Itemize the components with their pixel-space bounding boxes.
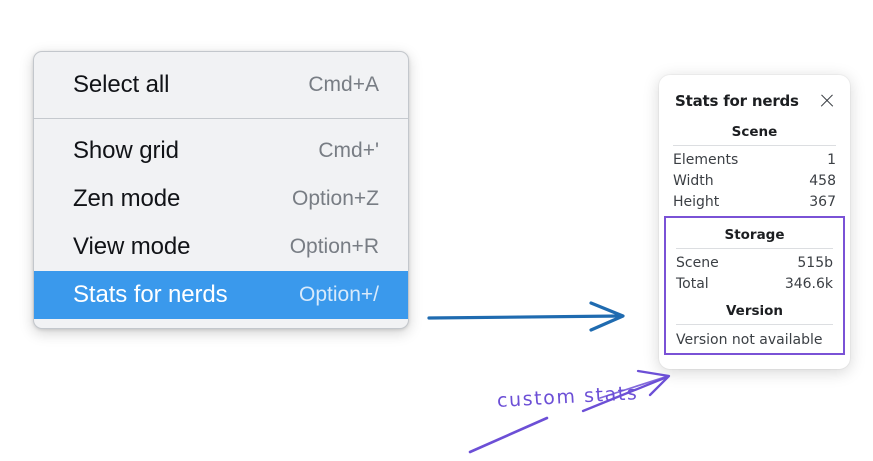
menu-group-primary: Select all Cmd+A	[34, 52, 408, 118]
stat-row-elements: Elements 1	[659, 149, 850, 170]
divider	[676, 324, 833, 325]
stat-row-height: Height 367	[659, 191, 850, 212]
menu-item-shortcut: Cmd+'	[318, 139, 379, 162]
menu-item-label: Zen mode	[73, 185, 181, 212]
divider	[673, 145, 836, 146]
stat-row-width: Width 458	[659, 170, 850, 191]
arrow-menu-to-panel	[427, 301, 625, 332]
menu-item-label: Show grid	[73, 137, 179, 164]
stat-value: 458	[809, 172, 836, 189]
menu-item-label: Select all	[73, 71, 170, 98]
divider	[676, 248, 833, 249]
version-section-heading: Version	[725, 303, 784, 319]
stat-value: 515b	[797, 254, 833, 271]
stat-label: Height	[673, 193, 720, 210]
panel-header: Stats for nerds	[659, 87, 850, 115]
stat-label: Total	[676, 275, 709, 292]
version-text: Version not available	[676, 332, 823, 348]
context-menu: Select all Cmd+A Show grid Cmd+' Zen mod…	[33, 51, 409, 329]
underline-stroke	[468, 416, 549, 454]
stat-row-storage-scene: Scene 515b	[666, 252, 843, 273]
stats-for-nerds-panel: Stats for nerds Scene Elements 1 Width 4…	[659, 75, 850, 369]
menu-item-label: View mode	[73, 233, 191, 260]
menu-item-shortcut: Option+R	[289, 235, 379, 258]
close-icon[interactable]	[818, 92, 836, 110]
stat-value: 1	[827, 151, 836, 168]
menu-item-shortcut: Option+Z	[292, 187, 379, 210]
custom-stats-highlight-box: Storage Scene 515b Total 346.6k Version …	[664, 216, 845, 355]
storage-section-heading: Storage	[724, 227, 785, 243]
menu-item-shortcut: Option+/	[299, 283, 379, 306]
stat-label: Scene	[676, 254, 719, 271]
menu-group-view: Show grid Cmd+' Zen mode Option+Z View m…	[34, 118, 408, 328]
menu-item-view-mode[interactable]: View mode Option+R	[34, 223, 408, 271]
menu-item-select-all[interactable]: Select all Cmd+A	[34, 61, 408, 109]
stat-value: 367	[809, 193, 836, 210]
stat-row-storage-total: Total 346.6k	[666, 273, 843, 294]
menu-item-label: Stats for nerds	[73, 281, 228, 308]
menu-item-zen-mode[interactable]: Zen mode Option+Z	[34, 175, 408, 223]
stat-label: Elements	[673, 151, 739, 168]
scene-section-heading: Scene	[731, 124, 778, 140]
panel-title: Stats for nerds	[675, 92, 799, 110]
menu-item-show-grid[interactable]: Show grid Cmd+'	[34, 127, 408, 175]
stat-value: 346.6k	[784, 275, 833, 292]
stat-label: Width	[673, 172, 714, 189]
menu-item-stats-for-nerds[interactable]: Stats for nerds Option+/	[34, 271, 408, 319]
custom-stats-annotation: custom stats	[496, 382, 639, 412]
menu-item-shortcut: Cmd+A	[308, 73, 379, 96]
